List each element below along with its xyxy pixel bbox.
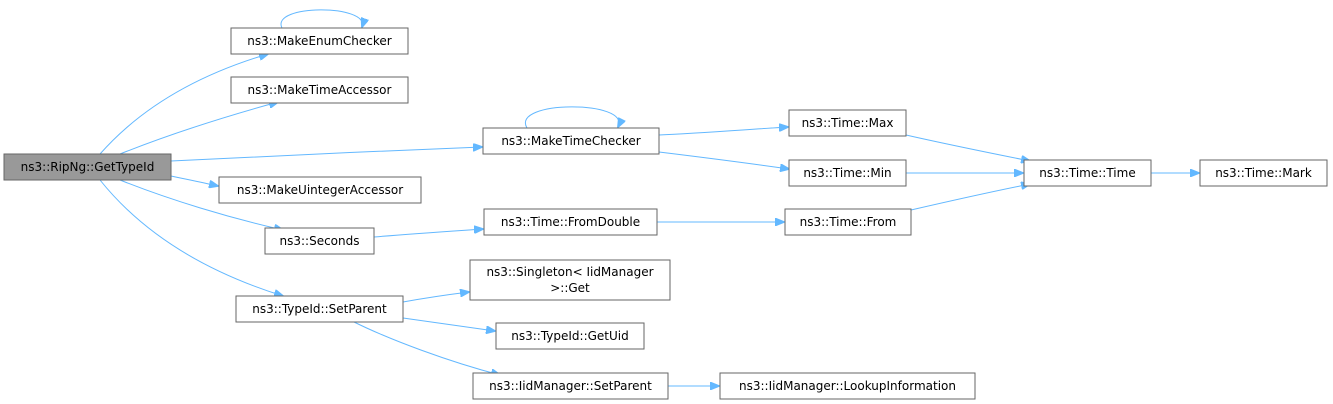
- node-make-time-checker[interactable]: ns3::MakeTimeChecker: [482, 127, 660, 155]
- node-label: ns3::TypeId::GetUid: [511, 329, 629, 343]
- edge-root-make-uinteger-accessor: [170, 175, 218, 186]
- node-label: ns3::IidManager::LookupInformation: [739, 379, 956, 393]
- node-label: ns3::TypeId::SetParent: [252, 302, 387, 316]
- node-label: ns3::IidManager::SetParent: [489, 379, 652, 393]
- edge-time-max-time-time: [905, 134, 1030, 161]
- edge-root-seconds: [119, 179, 283, 230]
- edge-make-time-checker-time-min: [658, 151, 789, 169]
- node-label: ns3::Time::Mark: [1215, 166, 1312, 180]
- node-typeid-getuid[interactable]: ns3::TypeId::GetUid: [495, 322, 645, 350]
- node-label: ns3::Seconds: [280, 234, 360, 248]
- node-label: ns3::Time::Time: [1039, 166, 1135, 180]
- edge-typeid-setparent-typeid-getuid: [402, 317, 495, 331]
- node-label: ns3::MakeTimeChecker: [501, 134, 640, 148]
- node-iidmanager-setparent[interactable]: ns3::IidManager::SetParent: [472, 372, 669, 400]
- edge-typeid-setparent-singleton-get: [402, 292, 469, 303]
- node-typeid-setparent[interactable]: ns3::TypeId::SetParent: [235, 295, 404, 323]
- node-label-line1: ns3::Singleton< IidManager: [486, 265, 653, 279]
- node-time-from[interactable]: ns3::Time::From: [784, 208, 912, 236]
- node-label-line2: >::Get: [550, 281, 590, 295]
- edge-seconds-time-fromdouble: [373, 229, 483, 238]
- node-label: ns3::MakeTimeAccessor: [248, 83, 392, 97]
- node-label: ns3::Time::FromDouble: [501, 215, 640, 229]
- edge-make-enum-checker-self: [280, 9, 362, 28]
- edge-typeid-setparent-iidmanager-setparent: [351, 320, 500, 375]
- node-time-time[interactable]: ns3::Time::Time: [1023, 159, 1152, 187]
- node-singleton-get[interactable]: ns3::Singleton< IidManager >::Get: [469, 259, 671, 301]
- edge-root-make-time-checker: [170, 147, 482, 162]
- node-label: ns3::Time::From: [800, 215, 897, 229]
- node-label: ns3::MakeUintegerAccessor: [237, 183, 403, 197]
- node-label: ns3::RipNg::GetTypeId: [21, 160, 155, 174]
- edge-time-from-time-time: [910, 184, 1030, 211]
- node-make-uinteger-accessor[interactable]: ns3::MakeUintegerAccessor: [218, 176, 422, 204]
- node-time-fromdouble[interactable]: ns3::Time::FromDouble: [483, 208, 658, 236]
- edge-root-typeid-setparent: [99, 179, 283, 296]
- node-ripng-gettypeid[interactable]: ns3::RipNg::GetTypeId: [3, 153, 172, 181]
- node-make-enum-checker[interactable]: ns3::MakeEnumChecker: [230, 27, 409, 55]
- node-time-max[interactable]: ns3::Time::Max: [788, 109, 907, 137]
- node-iidmanager-lookup[interactable]: ns3::IidManager::LookupInformation: [719, 372, 976, 400]
- edges: [99, 9, 1199, 386]
- edge-root-make-time-accessor: [119, 102, 278, 155]
- node-time-mark[interactable]: ns3::Time::Mark: [1199, 159, 1328, 187]
- node-label: ns3::Time::Min: [803, 166, 891, 180]
- node-label: ns3::Time::Max: [802, 116, 894, 130]
- node-seconds[interactable]: ns3::Seconds: [264, 227, 375, 255]
- node-label: ns3::MakeEnumChecker: [247, 34, 392, 48]
- node-time-min[interactable]: ns3::Time::Min: [788, 159, 907, 187]
- edge-make-time-checker-time-max: [658, 127, 788, 136]
- edge-root-make-enum-checker: [99, 54, 268, 155]
- node-make-time-accessor[interactable]: ns3::MakeTimeAccessor: [230, 76, 409, 104]
- edge-make-time-checker-self: [524, 106, 619, 128]
